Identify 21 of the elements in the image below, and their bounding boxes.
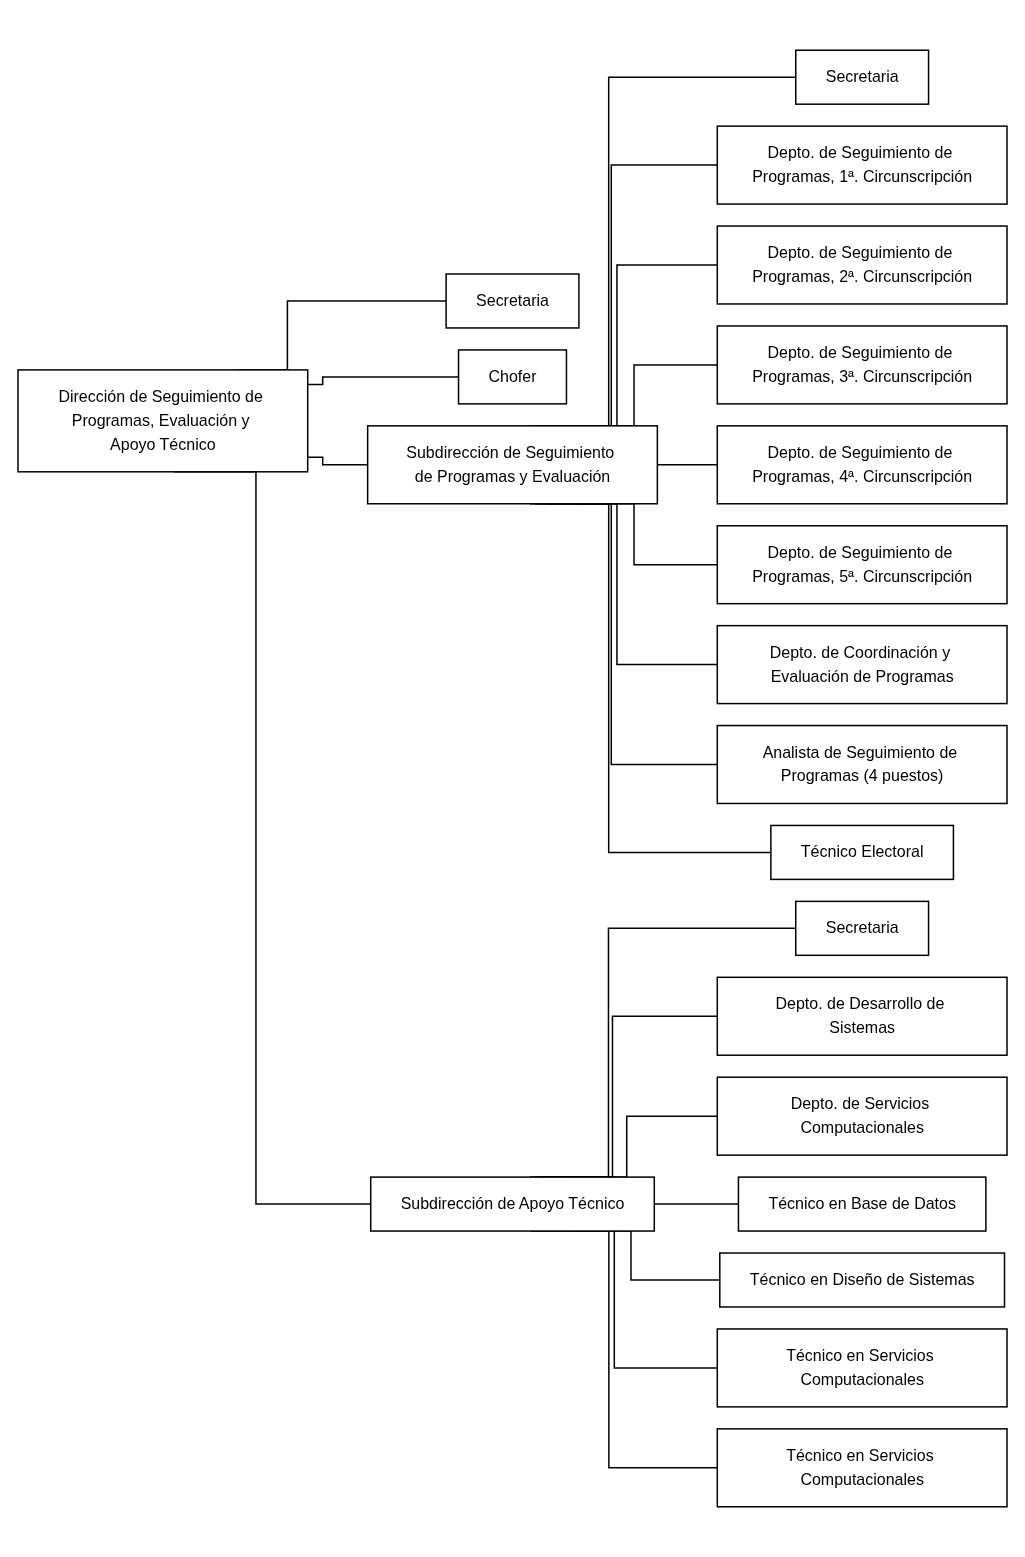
node-box: Secretaria [795,49,930,105]
node-box: Depto. de Coordinación y Evaluación de Programas [716,624,1008,705]
node-box: Chofer [457,349,568,405]
node-box: Técnico Electoral [770,824,955,881]
node-box: Depto. de Seguimiento de Programas, 3ª. Circunscripción [716,325,1008,405]
node-box: Subdirección de Seguimiento de Programas y Evaluación [366,425,659,505]
node-box: Analista de Seguimiento de Programas (4 puestos) [716,724,1008,805]
node-box: Depto. de Seguimiento de Programas, 4ª. Circunscripción [716,425,1008,505]
node-box: Técnico en Base de Datos [737,1176,987,1232]
node-box: Secretaria [445,273,580,329]
node-box: Secretaria [795,900,930,957]
node-box: Depto. de Desarrollo de Sistemas [716,976,1008,1056]
node-box: Técnico en Diseño de Sistemas [719,1252,1006,1308]
node-box: Subdirección de Apoyo Técnico [369,1176,656,1232]
node-box: Depto. de Seguimiento de Programas, 1ª. Circunscripción [716,125,1008,205]
node-box: Depto. de Seguimiento de Programas, 5ª. Circunscripción [716,525,1008,605]
node-box: Técnico en Servicios Computacionales [716,1428,1008,1508]
node-box: Depto. de Servicios Computacionales [716,1076,1008,1156]
node-box: Depto. de Seguimiento de Programas, 2ª. Circunscripción [716,225,1008,305]
node-box: Técnico en Servicios Computacionales [716,1328,1008,1408]
node-box: Dirección de Seguimiento de Programas, Evaluación y Apoyo Técnico [17,369,309,473]
